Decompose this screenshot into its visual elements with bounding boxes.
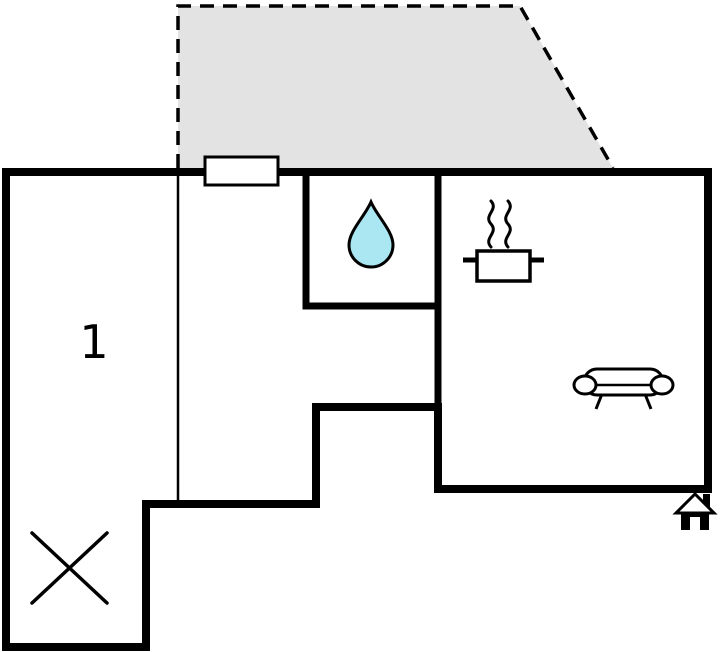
window-symbol bbox=[203, 155, 280, 187]
pot-body bbox=[475, 249, 532, 283]
cross-marker-icon bbox=[30, 531, 109, 605]
water-drop-icon bbox=[347, 198, 395, 269]
bathroom-wall bbox=[302, 174, 438, 310]
house-chimney bbox=[703, 494, 710, 508]
terrace bbox=[176, 4, 615, 169]
walls bbox=[2, 168, 712, 651]
terrace-area bbox=[178, 6, 613, 168]
cooking-pot-with-steam-icon bbox=[463, 199, 544, 283]
house-logo-icon bbox=[672, 491, 718, 530]
exterior-wall bbox=[2, 168, 712, 651]
terrace-dashed-outline bbox=[176, 4, 615, 169]
sofa-armrest-left bbox=[572, 374, 598, 396]
steam-icon bbox=[504, 199, 512, 249]
cross-line bbox=[30, 531, 109, 605]
room-number-label: 1 bbox=[79, 315, 108, 369]
sofa-armrest-right bbox=[649, 374, 675, 396]
house-roof bbox=[672, 491, 718, 515]
steam-icon bbox=[487, 199, 495, 249]
house-door bbox=[690, 517, 700, 530]
sofa-icon bbox=[572, 367, 675, 410]
